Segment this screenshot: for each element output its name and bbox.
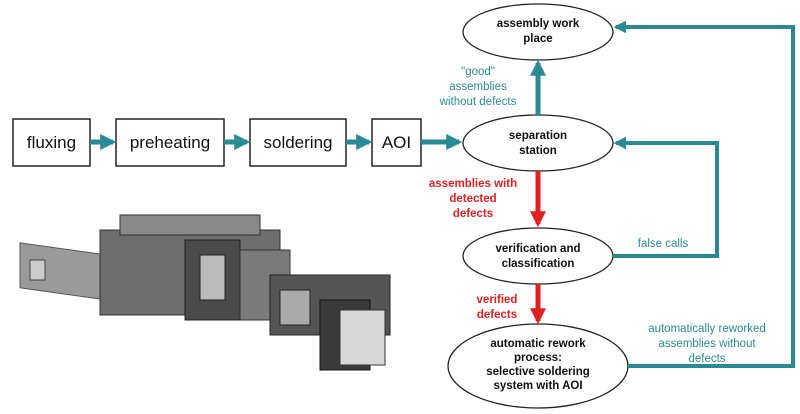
node-label-verification: classification: [502, 258, 575, 270]
node-label-verification: verification and: [496, 243, 581, 255]
label-detected-defects: assemblies with: [429, 178, 517, 190]
label-detected-defects: defects: [453, 208, 493, 220]
box-label-aoi: AOI: [382, 133, 411, 152]
node-label-separation: station: [519, 145, 557, 157]
node-label-assembly: assembly work: [497, 18, 580, 30]
box-label-fluxing: fluxing: [27, 133, 76, 152]
box-label-preheating: preheating: [130, 133, 210, 152]
label-detected-defects: detected: [449, 193, 496, 205]
box-label-soldering: soldering: [264, 133, 333, 152]
node-label-assembly: place: [523, 33, 552, 45]
arrow-false-calls-loop: [613, 136, 719, 258]
label-false-calls: false calls: [638, 238, 689, 250]
label-good-assemblies: without defects: [439, 96, 517, 108]
label-good-assemblies: assemblies: [449, 81, 507, 93]
box-soldering: [249, 118, 347, 167]
label-verified-defects: verified: [477, 294, 518, 306]
label-verified-defects: defects: [477, 309, 517, 321]
edge-labels: "good" assemblies without defects assemb…: [429, 66, 766, 365]
node-verification: [462, 227, 614, 285]
box-aoi: [371, 118, 422, 167]
arrow-reworked-loop: [613, 20, 795, 368]
box-fluxing: [12, 118, 91, 167]
node-label-rework: automatic rework: [490, 338, 586, 350]
label-good-assemblies: "good": [461, 66, 495, 78]
flow-arrows: [529, 20, 795, 368]
station-nodes: assembly work place separation station v…: [447, 3, 629, 409]
node-label-separation: separation: [509, 130, 567, 142]
label-reworked: defects: [688, 353, 725, 365]
node-label-rework: process:: [514, 352, 562, 364]
node-assembly-work-place: [462, 3, 614, 61]
node-label-rework: system with AOI: [493, 380, 582, 392]
node-label-rework: selective soldering: [486, 366, 590, 378]
node-separation-station: [462, 114, 614, 172]
box-preheating: [115, 118, 225, 167]
soldering-machine-illustration: [19, 214, 391, 371]
label-reworked: automatically reworked: [648, 323, 766, 335]
process-boxes: fluxing preheating soldering AOI: [12, 118, 422, 167]
label-reworked: assemblies without: [658, 338, 756, 350]
